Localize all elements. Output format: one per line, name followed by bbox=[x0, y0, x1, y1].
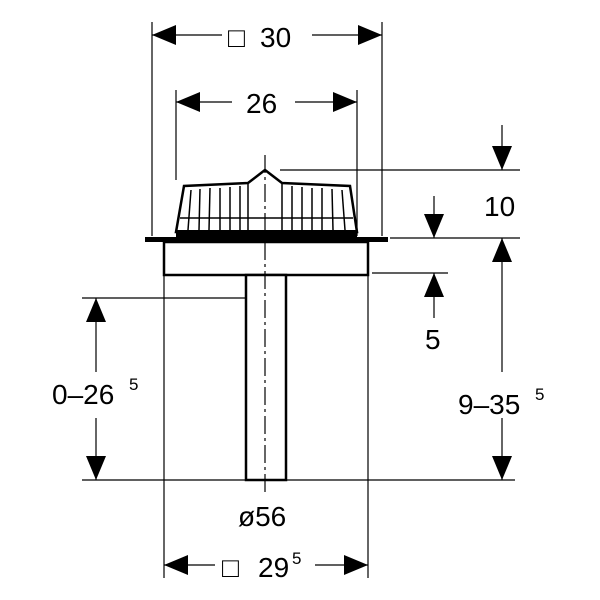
dim-label-0-26-sup: 5 bbox=[129, 375, 138, 394]
drain-body bbox=[162, 240, 370, 277]
gravel-guard-cap bbox=[174, 168, 359, 234]
cap-ribs bbox=[180, 184, 353, 231]
dim-label-5: 5 bbox=[425, 324, 441, 355]
dim-label-9-35: 9–35 bbox=[458, 389, 520, 420]
dim-label-26: 26 bbox=[246, 88, 277, 119]
flange bbox=[145, 237, 388, 242]
dim-label-diameter: ø56 bbox=[238, 501, 286, 532]
dim-label-0-26: 0–26 bbox=[52, 379, 114, 410]
dim-label-9-35-sup: 5 bbox=[535, 385, 544, 404]
dim-label-10: 10 bbox=[484, 191, 515, 222]
square-symbol-30: □ bbox=[228, 22, 245, 53]
dim-label-29-sup: 5 bbox=[292, 549, 301, 568]
outlet-pipe bbox=[244, 273, 288, 482]
dim-label-29: 29 bbox=[258, 552, 289, 583]
roof-drain-part bbox=[145, 168, 388, 482]
square-symbol-29: □ bbox=[222, 552, 239, 583]
dim-label-30: 30 bbox=[260, 22, 291, 53]
